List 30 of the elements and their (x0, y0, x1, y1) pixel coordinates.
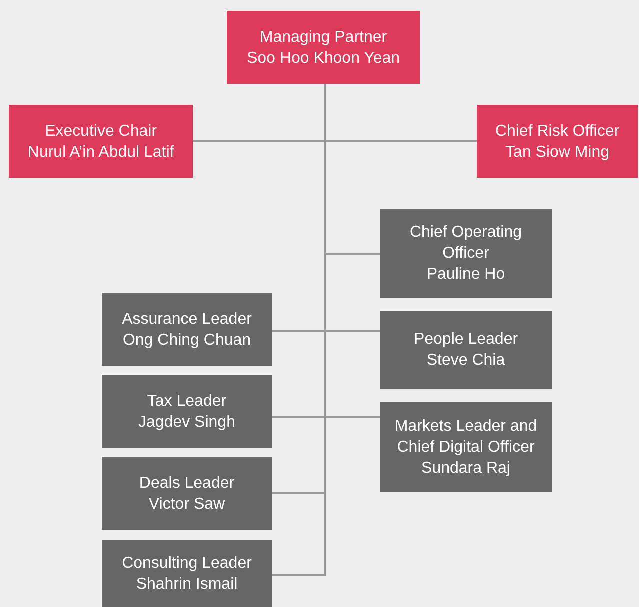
leader-box (380, 402, 552, 492)
role-title: Chief Operating Officer (408, 223, 524, 264)
leader-box (102, 457, 272, 530)
executive-box (9, 105, 193, 178)
role-title: Tax Leader (147, 392, 227, 412)
person-name: Jagdev Singh (138, 412, 236, 432)
leader-box (380, 209, 552, 298)
role-title: Deals Leader (139, 474, 235, 494)
role-title: Markets Leader and Chief Digital Officer (394, 416, 538, 458)
role-title: Chief Risk Officer (495, 122, 620, 142)
role-title: Consulting Leader (122, 554, 252, 574)
person-name: Victor Saw (148, 494, 226, 514)
leader-box (102, 540, 272, 607)
person-name: Steve Chia (426, 351, 506, 371)
role-title: Managing Partner (260, 28, 388, 48)
leader-box (380, 311, 552, 389)
leader-box (102, 375, 272, 448)
person-name: Nurul A’in Abdul Latif (28, 142, 174, 162)
person-name: Soo Hoo Khoon Yean (246, 48, 400, 68)
person-name: Sundara Raj (422, 458, 510, 478)
person-name: Tan Siow Ming (505, 142, 610, 162)
person-name: Pauline Ho (426, 265, 506, 285)
person-name: Ong Ching Chuan (122, 330, 252, 350)
person-name: Shahrin Ismail (136, 574, 238, 594)
leader-box (102, 293, 272, 366)
role-title: Assurance Leader (122, 310, 252, 330)
role-title: People Leader (414, 330, 518, 350)
role-title: Executive Chair (44, 122, 158, 142)
executive-box (227, 11, 420, 84)
executive-box (477, 105, 638, 178)
